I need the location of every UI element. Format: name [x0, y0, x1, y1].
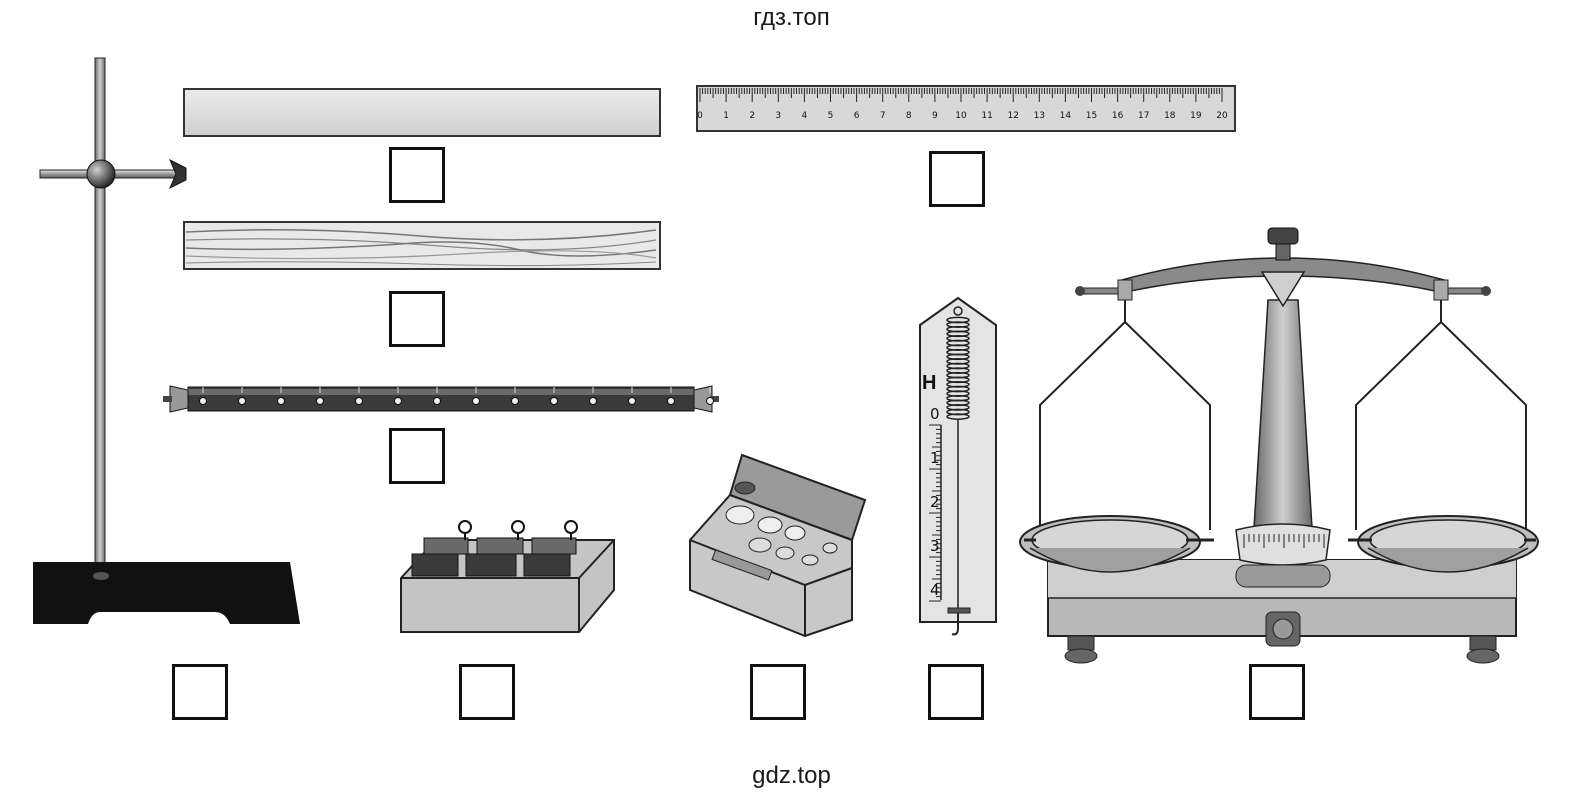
- lever: [163, 385, 719, 413]
- lever-hole: [706, 397, 714, 405]
- lever-hole: [316, 397, 324, 405]
- lever-hole: [589, 397, 597, 405]
- watermark-top: гдз.топ: [753, 4, 830, 31]
- ruler-number: 12: [1007, 111, 1018, 121]
- lever-hole: [199, 397, 207, 405]
- ruler-number: 15: [1086, 111, 1097, 121]
- ruler-number: 5: [828, 111, 834, 121]
- checkbox-ruler[interactable]: [929, 151, 985, 207]
- lever-hole: [472, 397, 480, 405]
- ruler-number: 14: [1060, 111, 1072, 121]
- ruler-number: 7: [880, 111, 886, 121]
- checkbox-dynamometer[interactable]: [928, 664, 984, 720]
- checkbox-weights-set[interactable]: [459, 664, 515, 720]
- lever-hole: [277, 397, 285, 405]
- ruler-number: 16: [1112, 111, 1124, 121]
- ruler-number: 10: [955, 111, 967, 121]
- dynamometer-scale-label: 2: [930, 493, 940, 511]
- dynamometer-scale-label: 1: [930, 449, 940, 467]
- lab-stand: [33, 57, 300, 624]
- checkbox-stand[interactable]: [172, 664, 228, 720]
- ruler-number: 20: [1216, 111, 1228, 121]
- lever-hole: [667, 397, 675, 405]
- ruler-number: 4: [802, 111, 808, 121]
- wooden-bar: [183, 221, 661, 270]
- lever-hole: [433, 397, 441, 405]
- ruler-number: 19: [1190, 111, 1202, 121]
- ruler-number: 6: [854, 111, 860, 121]
- ruler-number: 3: [775, 111, 781, 121]
- dynamometer-unit: Н: [922, 372, 937, 394]
- ruler-number: 9: [932, 111, 938, 121]
- weights-set: [400, 520, 615, 633]
- weights-case: [689, 453, 867, 638]
- lever-hole: [628, 397, 636, 405]
- lever-hole: [511, 397, 519, 405]
- lever-hole: [238, 397, 246, 405]
- ruler-number: 17: [1138, 111, 1149, 121]
- watermark-bottom: gdz.top: [752, 762, 831, 789]
- checkbox-weights-case[interactable]: [750, 664, 806, 720]
- ruler-number: 0: [697, 111, 703, 121]
- ruler-number: 18: [1164, 111, 1176, 121]
- dynamometer: [919, 296, 997, 636]
- lever-hole: [355, 397, 363, 405]
- ruler-number: 2: [749, 111, 755, 121]
- ruler-number: 8: [906, 111, 912, 121]
- dynamometer-scale-label: 3: [930, 537, 940, 555]
- ruler-number: 1: [723, 111, 729, 121]
- plain-bar: [183, 88, 661, 137]
- ruler-number: 11: [981, 111, 992, 121]
- dynamometer-scale-label: 0: [930, 405, 940, 423]
- ruler-number: 13: [1034, 111, 1045, 121]
- lever-hole: [550, 397, 558, 405]
- checkbox-wooden-bar[interactable]: [389, 291, 445, 347]
- checkbox-plain-bar[interactable]: [389, 147, 445, 203]
- checkbox-lever[interactable]: [389, 428, 445, 484]
- balance: [1019, 227, 1539, 664]
- lever-hole: [394, 397, 402, 405]
- checkbox-balance[interactable]: [1249, 664, 1305, 720]
- spring-coil: [946, 413, 970, 420]
- dynamometer-scale-label: 4: [930, 581, 940, 599]
